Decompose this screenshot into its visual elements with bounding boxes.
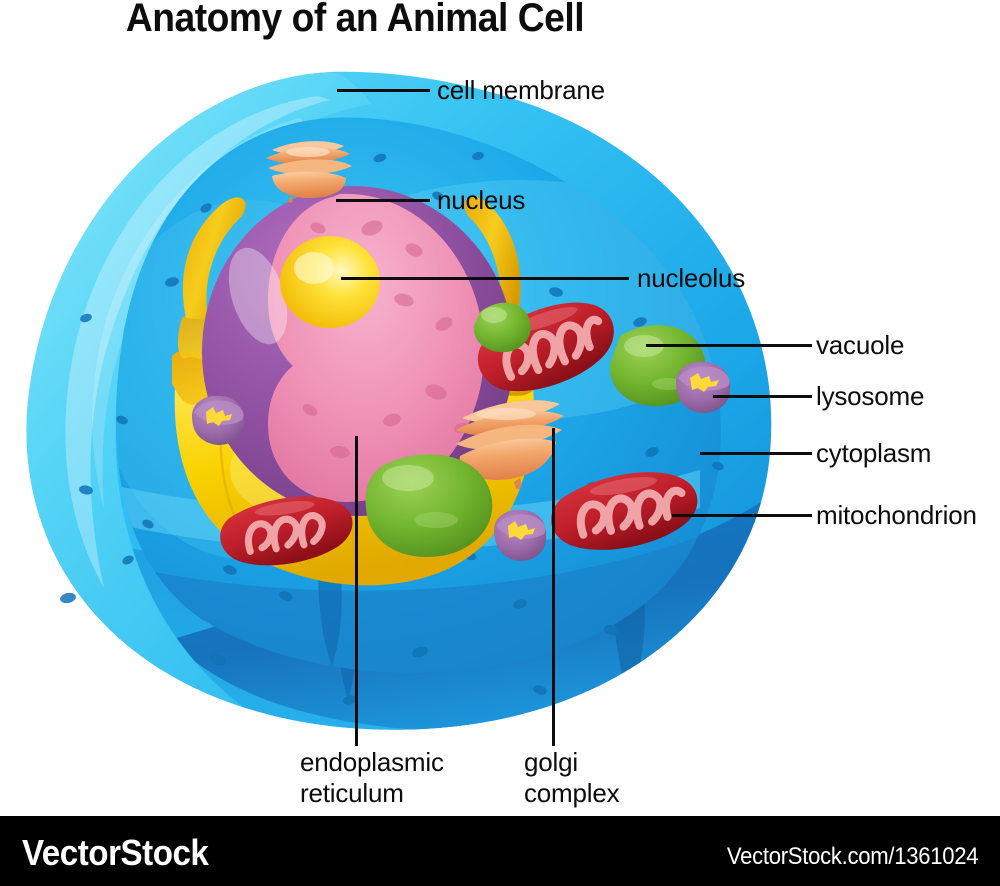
leader-line-cell-membrane bbox=[337, 89, 430, 92]
nucleolus-shape bbox=[280, 236, 380, 328]
page-title: Anatomy of an Animal Cell bbox=[125, 0, 585, 40]
lysosome-shape-3 bbox=[494, 509, 547, 562]
leader-line-cytoplasm bbox=[700, 452, 812, 455]
cell-diagram: cell membrane nucleus nucleolus vacuole … bbox=[26, 71, 977, 808]
golgi-complex-shape-top bbox=[266, 141, 352, 203]
vectorstock-logo: VectorStock bbox=[22, 832, 209, 873]
leader-line-endoplasmic-reticulum bbox=[355, 436, 358, 746]
leader-line-vacuole bbox=[646, 344, 812, 347]
golgi-complex-shape-main bbox=[456, 400, 564, 490]
label-nucleus: nucleus bbox=[437, 185, 526, 215]
leader-line-nucleus bbox=[336, 199, 430, 202]
vectorstock-url: VectorStock.com/1361024 bbox=[726, 843, 979, 870]
vacuole-shape-3 bbox=[365, 454, 493, 557]
leader-line-golgi-complex bbox=[552, 428, 555, 746]
mitochondrion-shape-3 bbox=[551, 472, 698, 550]
leader-line-mitochondrion bbox=[672, 514, 812, 517]
lysosome-shape-2 bbox=[676, 361, 731, 414]
nucleus-shape bbox=[202, 186, 514, 516]
animal-cell-illustration bbox=[26, 71, 772, 730]
label-cell-membrane: cell membrane bbox=[437, 75, 605, 105]
label-cytoplasm: cytoplasm bbox=[816, 438, 932, 468]
leader-line-lysosome bbox=[713, 395, 812, 398]
mitochondrion-shape-2 bbox=[220, 496, 353, 566]
label-vacuole: vacuole bbox=[816, 330, 905, 360]
leader-line-nucleolus bbox=[341, 277, 629, 280]
watermark-footer: VectorStock VectorStock.com/1361024 bbox=[0, 816, 1000, 886]
lysosome-shape-1 bbox=[192, 395, 245, 446]
vacuole-shape-1 bbox=[473, 302, 531, 353]
label-endoplasmic-reticulum: endoplasmic reticulum bbox=[300, 747, 444, 808]
label-nucleolus: nucleolus bbox=[637, 263, 746, 293]
label-mitochondrion: mitochondrion bbox=[816, 500, 977, 530]
label-lysosome: lysosome bbox=[816, 381, 925, 411]
label-golgi-complex: golgi complex bbox=[524, 747, 620, 808]
